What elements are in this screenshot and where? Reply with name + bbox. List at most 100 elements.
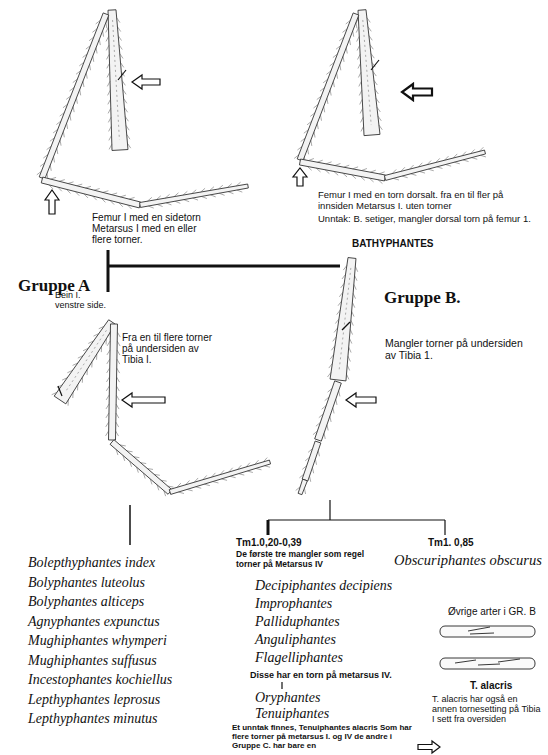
leg-hair (213, 482, 219, 483)
species-name: Mughiphantes whymperi (28, 633, 167, 649)
leg-hair (480, 155, 486, 157)
leg-hair (106, 395, 109, 400)
leg-hair (326, 71, 331, 75)
leg-hair (99, 39, 101, 45)
leg-segment (108, 10, 128, 151)
leg-hair (82, 377, 83, 383)
genus-name: Oryphantes (255, 690, 320, 706)
leg-segment (299, 159, 385, 181)
leg-hair (154, 474, 160, 476)
leg-hair (63, 104, 68, 108)
leg-hair (43, 155, 48, 159)
leg-hair (193, 198, 198, 200)
pointer-arrows (45, 75, 440, 753)
leg-hair (119, 45, 122, 50)
leg-hair (315, 459, 316, 465)
leg-hair (121, 63, 124, 68)
leg-hair (66, 189, 70, 193)
leg-hair (78, 356, 83, 358)
leg-hair (107, 359, 110, 364)
leg-hair (333, 81, 334, 87)
leg-hair (317, 160, 322, 162)
leg-hair (87, 369, 88, 375)
leg-hair (401, 167, 405, 171)
leg-hair (109, 144, 112, 149)
leg-hair (312, 468, 313, 474)
leg-hair (296, 487, 301, 491)
leg-hair (358, 72, 361, 77)
leg-hair (107, 54, 110, 59)
leg-hair (392, 169, 396, 173)
leg-hair (297, 146, 302, 150)
species-name: Lepthyphantes leprosus (28, 692, 160, 708)
leg-hair (107, 332, 110, 337)
leg-hair (109, 126, 112, 131)
leg-hair (120, 54, 123, 59)
leg-hair (294, 155, 299, 159)
figure-note: T. alacris (470, 680, 512, 691)
figure-note: T. alacris har også en annen tornesettin… (432, 694, 544, 724)
leg-hair (419, 171, 425, 173)
species-name: Bolyphantes alticeps (28, 594, 144, 610)
leg-hair (203, 475, 207, 479)
leg-hair (147, 468, 153, 470)
leg-hair (116, 386, 119, 391)
spine (342, 322, 350, 330)
leg-hair (73, 79, 78, 83)
leg-hair (352, 311, 354, 316)
leg-hair (343, 265, 347, 270)
leg-hair (339, 391, 340, 397)
spine (371, 60, 379, 70)
figure-note: Femur I med en torn dorsalt. fra en til … (318, 190, 540, 211)
leg-hair (63, 132, 65, 138)
leg-hair (59, 180, 65, 182)
leg-hair (338, 301, 342, 306)
leg-hair (378, 116, 381, 121)
leg-hair (353, 31, 354, 37)
femur-texture (363, 20, 371, 125)
leg-hair (373, 71, 376, 76)
leg-hair (117, 359, 120, 364)
leg-hair (94, 189, 100, 191)
leg-hair (304, 130, 309, 134)
figure-note: Mangler torner på undersiden av Tibia 1. (385, 338, 525, 362)
leg-hair (108, 99, 111, 104)
leg-hair (130, 461, 132, 467)
leg-hair (37, 171, 42, 175)
leg-hair (308, 159, 313, 161)
leg-hair (112, 193, 118, 195)
leg-hair (86, 46, 91, 50)
leg-hair (157, 485, 159, 491)
leg-hair (230, 476, 236, 477)
leg-hair (117, 368, 120, 373)
leg-hair (302, 466, 306, 470)
leg-hair (367, 18, 370, 23)
leg-hair (68, 182, 74, 184)
leg-hair (360, 99, 363, 104)
leg-hair (310, 113, 315, 117)
leg-hair (106, 339, 107, 345)
leg-hair (316, 422, 320, 426)
leg-hair (418, 163, 422, 167)
leg-hair (339, 37, 344, 41)
leg-hair (355, 266, 357, 271)
leg-hair (334, 171, 338, 175)
leg-hair (347, 365, 349, 370)
leg-drawings (37, 10, 486, 496)
leg-hair (376, 98, 379, 103)
leg-hair (353, 167, 358, 169)
branch-line (268, 519, 445, 520)
leg-hair (318, 451, 319, 457)
leg-hair (58, 187, 62, 191)
leg-hair (82, 81, 84, 87)
branch-line (329, 500, 330, 520)
leg-hair (462, 152, 466, 156)
leg-hair (83, 54, 88, 58)
leg-hair (53, 129, 58, 133)
leg-hair (107, 63, 110, 68)
leg-hair (194, 478, 198, 482)
leg-hair (184, 200, 189, 202)
leg-hair (124, 98, 127, 103)
leg-hair (343, 56, 344, 62)
leg-hair (174, 193, 178, 197)
